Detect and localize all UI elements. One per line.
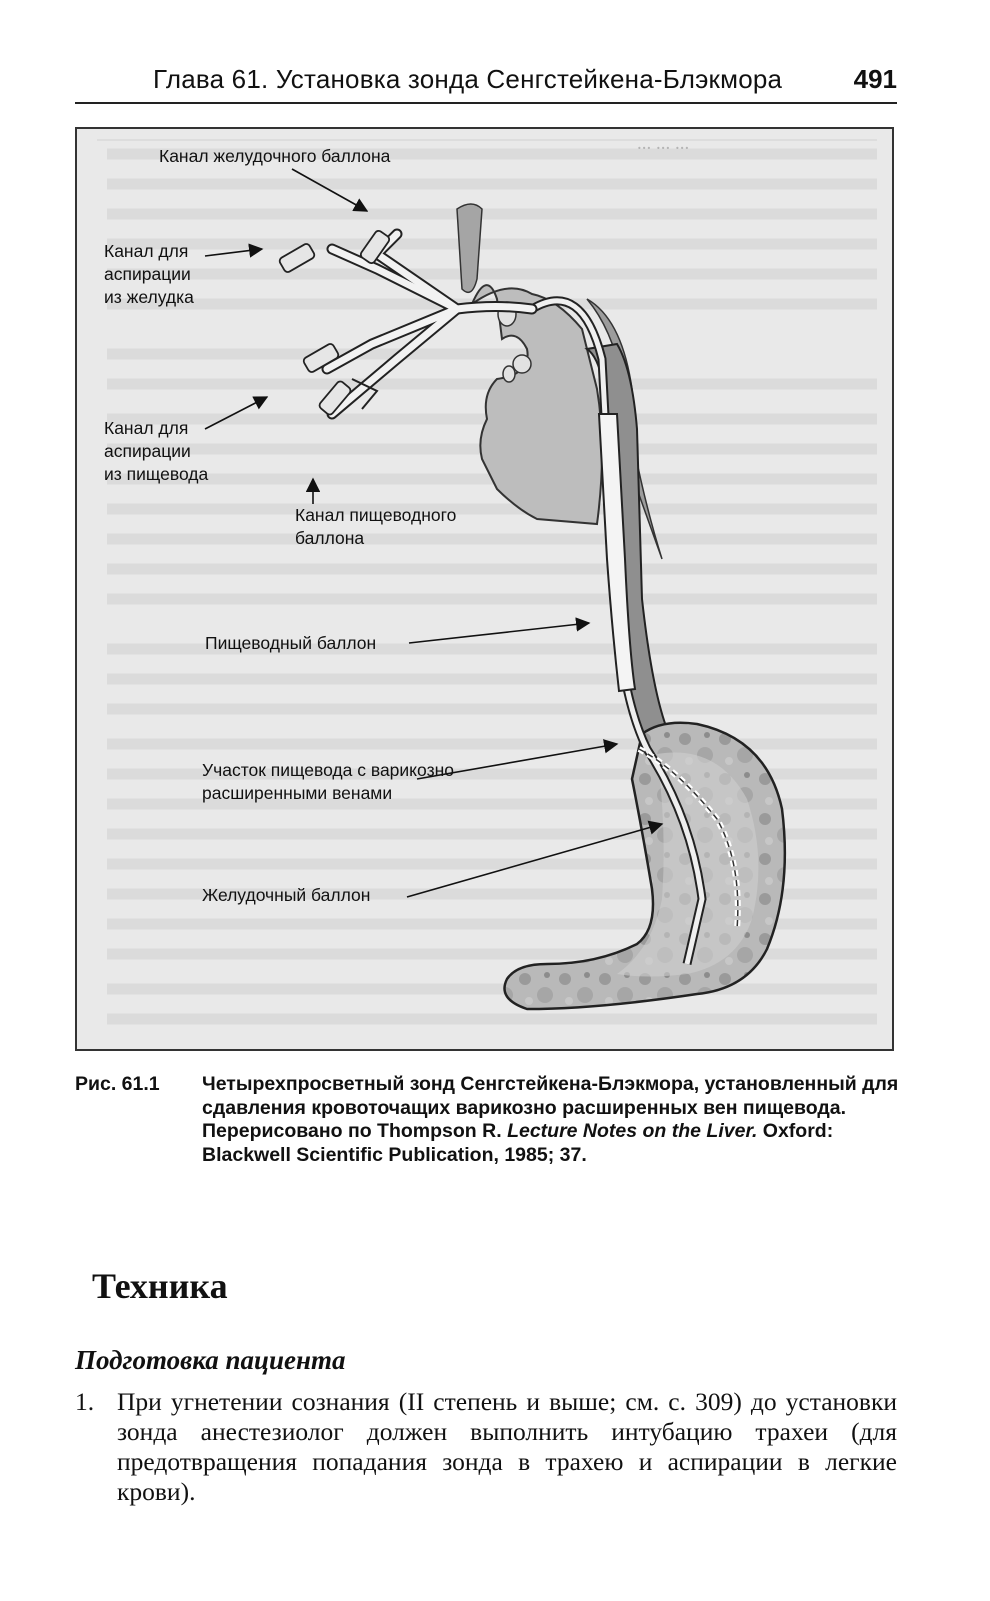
subsection-title: Подготовка пациента [75,1345,346,1376]
caption-label: Рис. 61.1 [75,1073,160,1097]
label-varices-2: расширенными венами [202,783,392,803]
label-gastric-aspiration-2: аспирации [104,264,191,284]
page-header: Глава 61. Установка зонда Сенгстейкена-Б… [75,60,897,104]
list-item-text: При угнетении сознания (II степень и выш… [117,1387,897,1507]
label-gastric-balloon-channel: Канал желудочного баллона [159,146,391,166]
caption-text: Четырехпросветный зонд Сенгстейкена-Блэк… [202,1073,902,1167]
label-esophageal-aspiration-1: Канал для [104,418,188,438]
ghost-text: ... ... ... [637,133,689,154]
label-varices-1: Участок пищевода с варикозно [202,760,454,780]
label-gastric-aspiration-3: из желудка [104,287,194,307]
page-number: 491 [854,64,897,95]
label-esophageal-aspiration-2: аспирации [104,441,191,461]
svg-text:... ... ...: ... ... ... [637,133,689,154]
sengstaken-blakemore-illustration: ... ... ... Канал желудочного баллона Ка… [77,129,894,1051]
label-esophageal-balloon: Пищеводный баллон [205,633,376,653]
label-esophageal-balloon-channel-2: баллона [295,528,364,548]
label-esophageal-balloon-channel-1: Канал пищеводного [295,505,456,525]
label-esophageal-aspiration-3: из пищевода [104,464,209,484]
section-title: Техника [92,1265,228,1307]
label-gastric-balloon: Желудочный баллон [202,885,370,905]
chapter-title: Глава 61. Установка зонда Сенгстейкена-Б… [153,64,782,95]
figure: ... ... ... Канал желудочного баллона Ка… [75,127,894,1051]
list-item-number: 1. [75,1387,94,1417]
caption-source-title: Lecture Notes on the Liver. [507,1120,757,1142]
label-gastric-aspiration-1: Канал для [104,241,188,261]
